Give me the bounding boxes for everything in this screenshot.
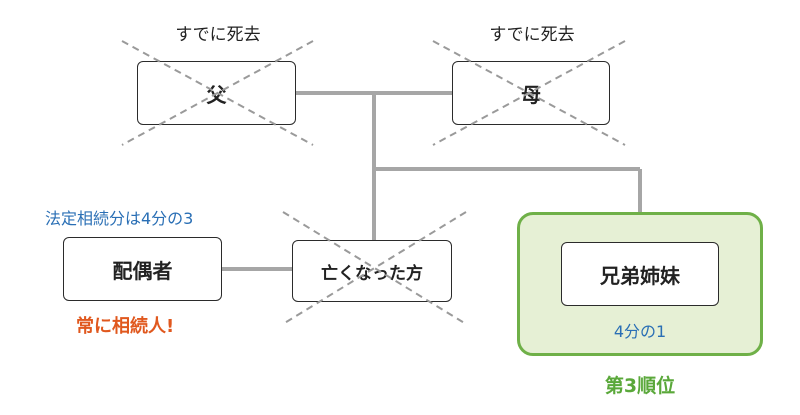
siblings-rank-label: 第3順位 bbox=[604, 375, 676, 397]
spouse-label: 配偶者 bbox=[112, 258, 173, 283]
siblings-box: 兄弟姉妹 bbox=[561, 242, 719, 306]
spouse-always-heir-note: 常に相続人! bbox=[76, 316, 175, 337]
mother-cross-line-b bbox=[432, 40, 626, 146]
deceased-box: 亡くなった方 bbox=[292, 240, 452, 302]
spouse-share-note: 法定相続分は4分の3 bbox=[45, 209, 194, 228]
spouse-box: 配偶者 bbox=[63, 237, 222, 301]
father-status-label: すでに死去 bbox=[175, 25, 261, 45]
deceased-label: 亡くなった方 bbox=[321, 263, 423, 284]
father-cross-line-b bbox=[121, 40, 314, 146]
mother-status-label: すでに死去 bbox=[489, 25, 575, 45]
siblings-label: 兄弟姉妹 bbox=[600, 263, 680, 288]
siblings-share-label: 4分の1 bbox=[613, 322, 667, 341]
